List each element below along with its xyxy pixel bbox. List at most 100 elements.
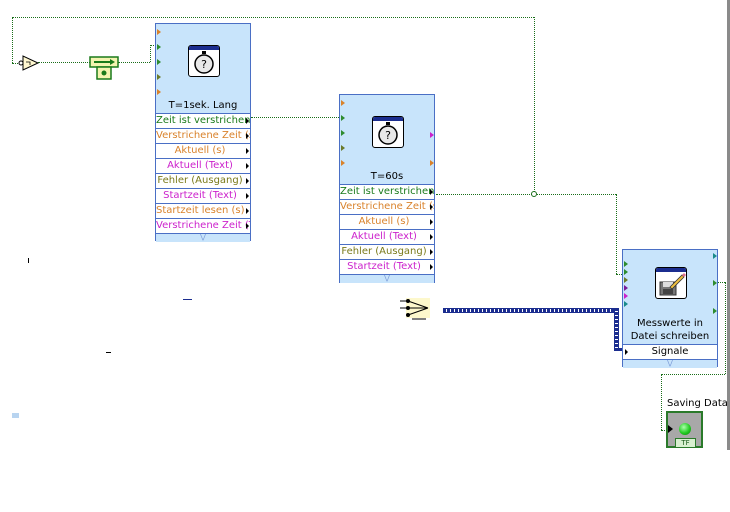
write-to-file-icon bbox=[655, 267, 687, 299]
dynamic-data-wire[interactable] bbox=[443, 308, 617, 313]
wire-not-to-shift[interactable] bbox=[38, 62, 90, 63]
output-arrow-icon[interactable] bbox=[246, 223, 249, 229]
input-terminal[interactable] bbox=[157, 74, 161, 80]
output-row[interactable]: Verstrichene Zeit (s) bbox=[156, 128, 250, 143]
wire-to-writer-in[interactable] bbox=[616, 274, 624, 275]
input-terminal[interactable] bbox=[341, 160, 345, 166]
wire-writer-out-down[interactable] bbox=[725, 282, 726, 374]
output-label: Aktuell (s) bbox=[174, 145, 226, 156]
output-row[interactable]: Zeit ist verstrichen bbox=[340, 184, 434, 199]
output-row[interactable]: Fehler (Ausgang) bbox=[340, 244, 434, 259]
output-label: Fehler (Ausgang) bbox=[341, 246, 427, 257]
output-label: Fehler (Ausgang) bbox=[157, 175, 243, 186]
output-row[interactable]: Aktuell (Text) bbox=[156, 158, 250, 173]
input-terminal[interactable] bbox=[157, 29, 161, 35]
input-terminal[interactable] bbox=[624, 277, 628, 283]
output-row[interactable]: Startzeit (Text) bbox=[340, 259, 434, 274]
saving-data-indicator[interactable]: TF bbox=[666, 411, 703, 448]
svg-text:?: ? bbox=[385, 129, 391, 142]
output-label: Startzeit lesen (s) bbox=[156, 205, 245, 216]
output-arrow-icon[interactable] bbox=[246, 193, 249, 199]
node-title: T=60s bbox=[370, 171, 404, 182]
input-terminal[interactable] bbox=[624, 285, 628, 291]
node-title: T=1sek. Lang bbox=[168, 100, 238, 111]
input-terminal[interactable] bbox=[157, 59, 161, 65]
output-arrow-icon[interactable] bbox=[430, 234, 433, 240]
output-row[interactable]: Startzeit lesen (s) bbox=[156, 203, 250, 218]
input-terminal[interactable] bbox=[624, 261, 628, 267]
output-arrow-icon[interactable] bbox=[246, 163, 249, 169]
input-terminal[interactable] bbox=[624, 301, 628, 307]
stopwatch-question-icon: ? bbox=[188, 45, 220, 77]
wire-left-to-not[interactable] bbox=[12, 63, 20, 64]
output-row[interactable]: Aktuell (Text) bbox=[340, 229, 434, 244]
wire-timer1-to-timer2[interactable] bbox=[251, 117, 339, 118]
input-terminal[interactable] bbox=[157, 89, 161, 95]
wire-to-writer-down[interactable] bbox=[616, 194, 617, 274]
output-row[interactable]: Verstrichene Zeit (s) bbox=[340, 199, 434, 214]
output-label: Verstrichene Zeit (s) bbox=[156, 130, 250, 141]
output-arrow-icon[interactable] bbox=[430, 264, 433, 270]
expand-handle[interactable]: ⋁ bbox=[156, 233, 250, 242]
dynamic-data-wire-end[interactable] bbox=[614, 348, 624, 351]
output-terminal[interactable] bbox=[713, 253, 717, 259]
output-row[interactable]: Verstrichene Zeit (Text) bbox=[156, 218, 250, 233]
input-row-signale[interactable]: Signale bbox=[623, 344, 717, 359]
output-row[interactable]: Zeit ist verstrichen bbox=[156, 113, 250, 128]
wire-top-loop[interactable] bbox=[12, 17, 534, 18]
input-terminal[interactable] bbox=[157, 44, 161, 50]
input-terminal[interactable] bbox=[341, 100, 345, 106]
output-arrow-icon[interactable] bbox=[246, 148, 249, 154]
vertical-scrollbar[interactable] bbox=[727, 0, 730, 450]
output-terminal[interactable] bbox=[713, 308, 717, 314]
wire-shift-to-timer1-up[interactable] bbox=[150, 45, 151, 62]
input-terminal[interactable] bbox=[341, 145, 345, 151]
expand-handle[interactable]: ⋁ bbox=[340, 274, 434, 283]
wire-shift-to-timer1-in[interactable] bbox=[150, 45, 156, 46]
merge-signals-node[interactable] bbox=[398, 296, 434, 322]
input-terminal[interactable] bbox=[341, 115, 345, 121]
output-label: Verstrichene Zeit (s) bbox=[340, 201, 434, 212]
wire-timer2-out[interactable] bbox=[436, 194, 616, 195]
output-arrow-icon[interactable] bbox=[430, 204, 433, 210]
wire-top-right-down[interactable] bbox=[534, 17, 535, 194]
output-arrow-icon[interactable] bbox=[246, 208, 249, 214]
indicator-label: Saving Data bbox=[667, 398, 728, 409]
output-terminal[interactable] bbox=[713, 280, 717, 286]
wire-left-loop-down[interactable] bbox=[12, 17, 13, 63]
not-gate[interactable] bbox=[18, 55, 40, 71]
output-arrow-icon[interactable] bbox=[246, 133, 249, 139]
output-row[interactable]: Fehler (Ausgang) bbox=[156, 173, 250, 188]
output-row[interactable]: Startzeit (Text) bbox=[156, 188, 250, 203]
output-row[interactable]: Aktuell (s) bbox=[156, 143, 250, 158]
type-label: TF bbox=[675, 438, 696, 448]
output-arrow-icon[interactable] bbox=[246, 118, 249, 124]
wire-led-down[interactable] bbox=[661, 374, 662, 430]
wire-writer-out[interactable] bbox=[717, 282, 725, 283]
output-terminal[interactable] bbox=[430, 132, 434, 138]
stopwatch-question-icon: ? bbox=[372, 116, 404, 148]
dynamic-data-wire-vertical[interactable] bbox=[614, 308, 619, 350]
output-arrow-icon[interactable] bbox=[430, 189, 433, 195]
expand-handle[interactable]: ⋁ bbox=[623, 359, 717, 368]
input-terminal[interactable] bbox=[624, 293, 628, 299]
led-icon bbox=[679, 423, 691, 435]
feedback-node[interactable] bbox=[89, 56, 119, 80]
wire-led-in[interactable] bbox=[661, 430, 667, 431]
output-arrow-icon[interactable] bbox=[246, 178, 249, 184]
output-arrow-icon[interactable] bbox=[430, 249, 433, 255]
output-label: Zeit ist verstrichen bbox=[156, 115, 250, 126]
input-terminal[interactable] bbox=[624, 269, 628, 275]
wire-writer-to-led[interactable] bbox=[661, 374, 725, 375]
wire-shift-to-timer1[interactable] bbox=[118, 62, 150, 63]
output-terminal[interactable] bbox=[430, 160, 434, 166]
output-arrow-icon[interactable] bbox=[430, 219, 433, 225]
write-measurements-node[interactable]: Messwerte in Datei schreiben Signale ⋁ bbox=[622, 249, 718, 368]
input-terminal[interactable] bbox=[341, 130, 345, 136]
output-row[interactable]: Aktuell (s) bbox=[340, 214, 434, 229]
output-label: Aktuell (s) bbox=[358, 216, 410, 227]
